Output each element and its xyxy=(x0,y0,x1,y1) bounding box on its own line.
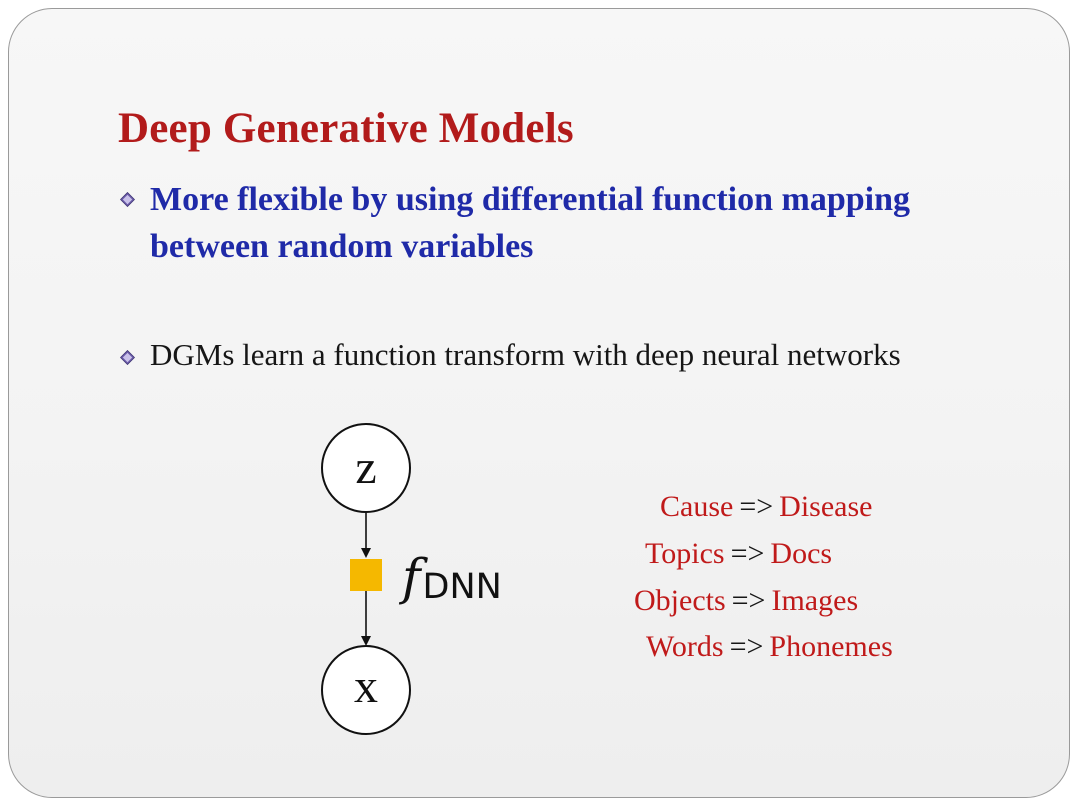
function-node-square xyxy=(350,559,382,591)
function-symbol: f xyxy=(402,548,421,606)
pair-right: Phonemes xyxy=(769,630,893,663)
pair-left: Words xyxy=(646,630,724,663)
pair-left: Topics xyxy=(645,537,725,570)
node-x-label: x xyxy=(354,660,378,713)
function-subscript: DNN xyxy=(422,567,502,607)
mapping-pair-topics-docs: Topics=>Docs xyxy=(645,536,832,572)
mapping-pair-words-phonemes: Words=>Phonemes xyxy=(646,629,893,665)
pair-right: Images xyxy=(771,584,859,617)
function-label: fDNN xyxy=(402,548,502,607)
bullet-dgm-function-transform: DGMs learn a function transform with dee… xyxy=(150,337,901,372)
pair-left: Objects xyxy=(634,584,726,617)
node-z-label: z xyxy=(355,441,377,494)
slide-title: Deep Generative Models xyxy=(118,105,574,152)
pair-arrow: => xyxy=(730,537,765,570)
bullet-flexible-mapping: More flexible by using differential func… xyxy=(150,181,911,265)
pair-arrow: => xyxy=(731,584,766,617)
pair-right: Docs xyxy=(770,537,833,570)
pair-arrow: => xyxy=(729,630,764,663)
diamond-bullet-icon xyxy=(120,192,135,207)
diamond-bullet-icon xyxy=(120,350,135,365)
node-x-circle xyxy=(321,645,411,735)
pair-arrow: => xyxy=(739,490,774,523)
pair-left: Cause xyxy=(660,490,734,523)
pair-right: Disease xyxy=(779,490,873,523)
slide-frame xyxy=(8,8,1070,798)
mapping-pair-cause-disease: Cause=>Disease xyxy=(660,489,872,525)
mapping-pair-objects-images: Objects=>Images xyxy=(634,583,858,619)
